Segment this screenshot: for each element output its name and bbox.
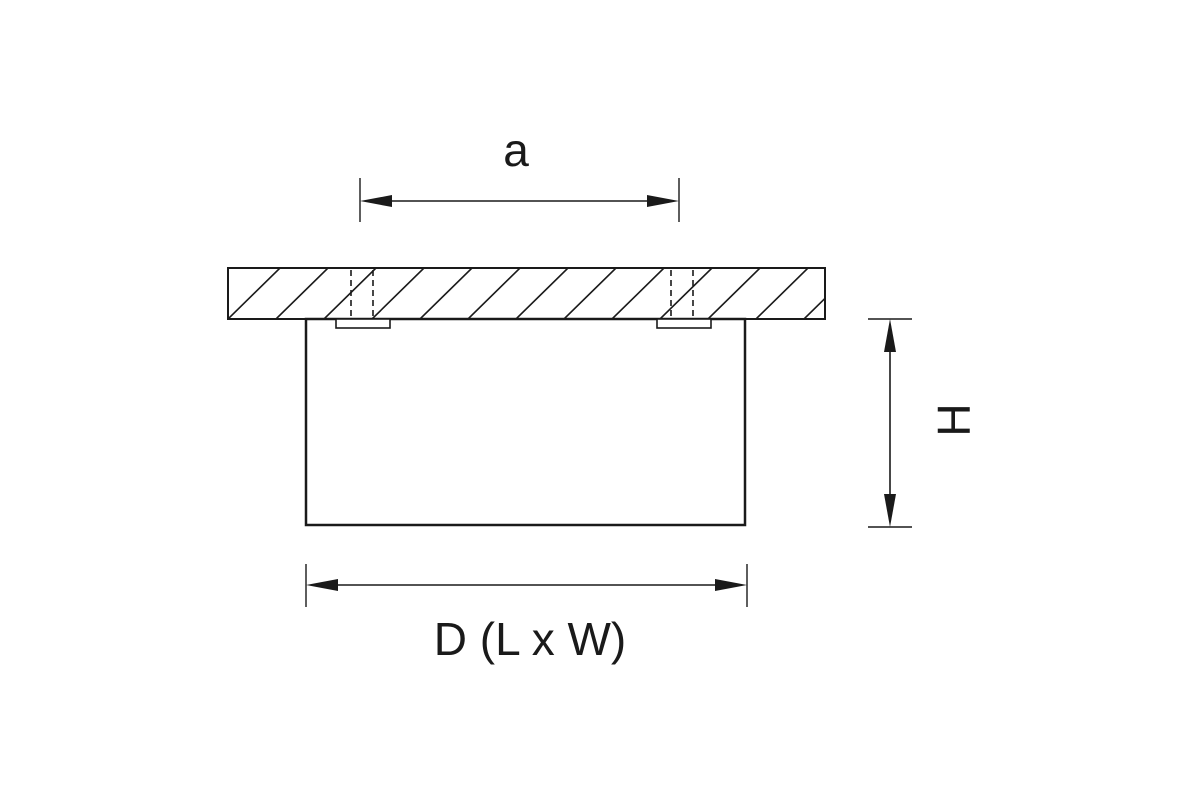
dimension-d: [305, 564, 748, 607]
screw-hole-left: [350, 270, 374, 318]
plate-hatching: [228, 268, 825, 319]
arrowhead-right: [715, 579, 747, 591]
arrowhead-top: [884, 319, 896, 352]
plate-outline: [227, 267, 826, 320]
arrowhead-right: [647, 195, 679, 207]
dimension-label-h: H: [928, 403, 980, 436]
screw-hole-right: [670, 270, 694, 318]
arrowhead-bottom: [884, 494, 896, 527]
dimension-h: [868, 318, 912, 528]
dimension-a: [359, 178, 680, 222]
dimension-label-d: D (L x W): [434, 613, 627, 665]
dimension-label-a: a: [503, 124, 529, 176]
mounting-plate: [227, 267, 826, 320]
arrowhead-left: [306, 579, 338, 591]
mounting-clip-right: [656, 318, 712, 329]
fixture-body: [304, 317, 747, 527]
mounting-clip-left: [335, 318, 391, 329]
arrowhead-left: [360, 195, 392, 207]
